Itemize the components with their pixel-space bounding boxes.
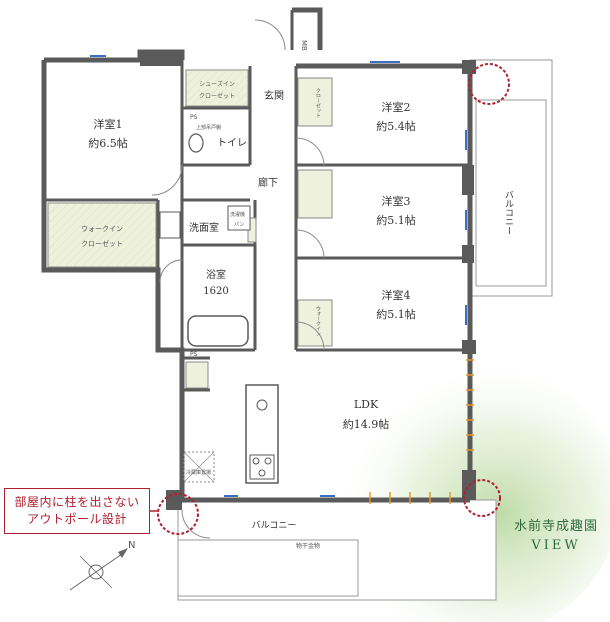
fridge-label: 冷蔵庫置場 [186, 469, 211, 476]
outpole-column-ne [468, 63, 510, 105]
walkin-vertical-label: ウォークイン [315, 305, 321, 336]
sink-icon [256, 399, 268, 411]
callout-line2: アウトポール設計 [26, 512, 127, 526]
toilet-shelf-label: 上部吊戸棚 [196, 124, 221, 131]
room-bath-size: 1620 [203, 286, 228, 297]
room-bath-name: 浴室 [206, 268, 226, 281]
wm-label-line2: パン [234, 222, 244, 228]
fridge-space [183, 451, 215, 483]
view-text: VIEW [531, 538, 581, 553]
closet-room2 [297, 77, 333, 127]
laundry-hardware-label: 物干金物 [296, 542, 320, 550]
room-western3-name: 洋室3 [382, 194, 411, 208]
wm-label-line1: 洗濯機 [230, 211, 245, 218]
outpole-column-sw [157, 493, 199, 535]
washing-machine-pan [227, 205, 251, 231]
ps-top-label: PS [190, 114, 198, 121]
door-swings [151, 19, 325, 539]
room-western4-size: 約5.1帖 [376, 307, 416, 321]
interior-walls [44, 10, 470, 392]
room-toilet: トイレ [217, 138, 247, 149]
balcony-east-label: バルコニー [503, 190, 514, 235]
bathtub-icon [187, 315, 249, 347]
shoes-label-line1: シューズイン [199, 80, 235, 88]
closet-ps-lower [185, 361, 209, 389]
closet-vertical-label: クローゼット [315, 88, 321, 118]
room-western3-size: 約5.1帖 [376, 213, 416, 227]
room-western2-size: 約5.4帖 [376, 119, 416, 133]
room-ldk-name: LDK [354, 398, 379, 411]
callout-line1: 部屋内に柱を出さない [14, 495, 140, 509]
window-marks [90, 55, 467, 497]
walkin-label-line2: クローゼット [81, 239, 123, 248]
ps-bottom-label: PS [190, 351, 198, 358]
room-western1-name: 洋室1 [94, 117, 123, 131]
outpole-column-se [463, 479, 501, 517]
garden-view-label: 水前寺成趣園 VIEW [506, 515, 606, 553]
room-ldk-size: 約14.9帖 [343, 417, 390, 431]
closet-room3 [297, 169, 333, 219]
toilet-icon [188, 133, 204, 153]
room-entrance: 玄関 [264, 89, 284, 102]
balcony-east-area [469, 59, 553, 297]
room-western4-name: 洋室4 [382, 288, 411, 302]
room-washroom: 洗面室 [189, 221, 219, 234]
garden-name: 水前寺成趣園 [513, 519, 598, 534]
compass-rose-icon [69, 548, 128, 591]
room-hallway: 廊下 [258, 176, 278, 189]
mb-label: MB [300, 40, 308, 51]
washbasin-icon [159, 211, 181, 239]
outpole-callout: 部屋内に柱を出さない アウトポール設計 [4, 488, 150, 534]
compass-north-label: N [128, 540, 135, 551]
room-western1-size: 約6.5帖 [88, 136, 128, 150]
shoes-label-line2: クローゼット [199, 92, 235, 100]
balcony-south-area [177, 499, 497, 601]
room-western2-name: 洋室2 [382, 100, 411, 114]
closet-areas [47, 69, 333, 389]
balcony-south-label: バルコニー [252, 520, 297, 531]
sash-marks [369, 359, 474, 504]
walkin-label-line1: ウォークイン [81, 225, 123, 233]
